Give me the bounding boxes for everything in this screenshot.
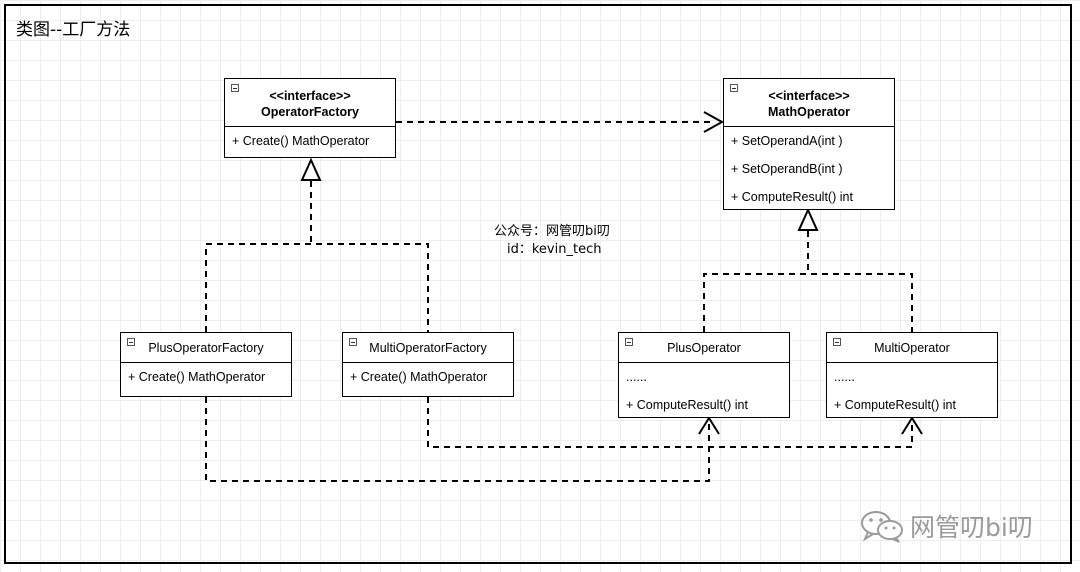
class-header: <<interface>> OperatorFactory bbox=[225, 79, 395, 127]
arrowhead-to-plus-operator bbox=[698, 416, 720, 435]
method-row: + SetOperandB(int ) bbox=[731, 162, 843, 176]
arrowhead-to-multi-operator bbox=[901, 416, 923, 435]
stereotype-label: <<interface>> bbox=[269, 89, 351, 103]
method-row: + Create() MathOperator bbox=[350, 370, 488, 384]
class-header: PlusOperator bbox=[619, 333, 789, 363]
class-name: MathOperator bbox=[768, 105, 850, 119]
class-multi-operator-factory[interactable]: MultiOperatorFactory + Create() MathOper… bbox=[342, 332, 514, 397]
diagram-title: 类图--工厂方法 bbox=[16, 20, 131, 40]
class-multi-operator[interactable]: MultiOperator ...... + ComputeResult() i… bbox=[826, 332, 998, 418]
collapse-icon[interactable] bbox=[833, 338, 841, 346]
class-name: MultiOperatorFactory bbox=[369, 341, 487, 355]
class-header: MultiOperatorFactory bbox=[343, 333, 513, 363]
class-math-operator[interactable]: <<interface>> MathOperator + SetOperandA… bbox=[723, 78, 895, 210]
method-row: + ComputeResult() int bbox=[834, 398, 956, 412]
class-plus-operator[interactable]: PlusOperator ...... + ComputeResult() in… bbox=[618, 332, 790, 418]
method-row: + Create() MathOperator bbox=[232, 134, 370, 148]
class-name: PlusOperator bbox=[667, 341, 741, 355]
collapse-icon[interactable] bbox=[730, 84, 738, 92]
triangle-realization-factory bbox=[300, 157, 322, 181]
method-row: + ComputeResult() int bbox=[731, 190, 853, 204]
class-plus-operator-factory[interactable]: PlusOperatorFactory + Create() MathOpera… bbox=[120, 332, 292, 397]
class-name: OperatorFactory bbox=[261, 105, 359, 119]
collapse-icon[interactable] bbox=[625, 338, 633, 346]
method-row: + Create() MathOperator bbox=[128, 370, 266, 384]
dependency-line-multi bbox=[427, 397, 913, 448]
note-line-1: 公众号：网管叨bi叨 bbox=[494, 224, 610, 239]
attribute-row: ...... bbox=[834, 370, 855, 384]
class-name: MultiOperator bbox=[874, 341, 950, 355]
note-line-2: id：kevin_tech bbox=[507, 242, 602, 257]
watermark: 网管叨bi叨 bbox=[860, 508, 1033, 544]
class-operator-factory[interactable]: <<interface>> OperatorFactory + Create()… bbox=[224, 78, 396, 158]
watermark-text: 网管叨bi叨 bbox=[910, 513, 1033, 542]
collapse-icon[interactable] bbox=[127, 338, 135, 346]
dependency-line-plus bbox=[205, 397, 710, 482]
class-header: MultiOperator bbox=[827, 333, 997, 363]
realization-branch-factories bbox=[205, 243, 429, 332]
class-header: <<interface>> MathOperator bbox=[724, 79, 894, 127]
method-row: + ComputeResult() int bbox=[626, 398, 748, 412]
collapse-icon[interactable] bbox=[231, 84, 239, 92]
stereotype-label: <<interface>> bbox=[768, 89, 850, 103]
class-header: PlusOperatorFactory bbox=[121, 333, 291, 363]
class-name: PlusOperatorFactory bbox=[148, 341, 264, 355]
wechat-icon bbox=[861, 511, 903, 543]
attribute-row: ...... bbox=[626, 370, 647, 384]
diagram-frame bbox=[4, 4, 1072, 564]
arrowhead-to-math-operator bbox=[703, 111, 725, 133]
method-row: + SetOperandA(int ) bbox=[731, 134, 843, 148]
realization-branch-operators bbox=[703, 273, 913, 332]
triangle-realization-operator bbox=[797, 207, 819, 231]
collapse-icon[interactable] bbox=[349, 338, 357, 346]
